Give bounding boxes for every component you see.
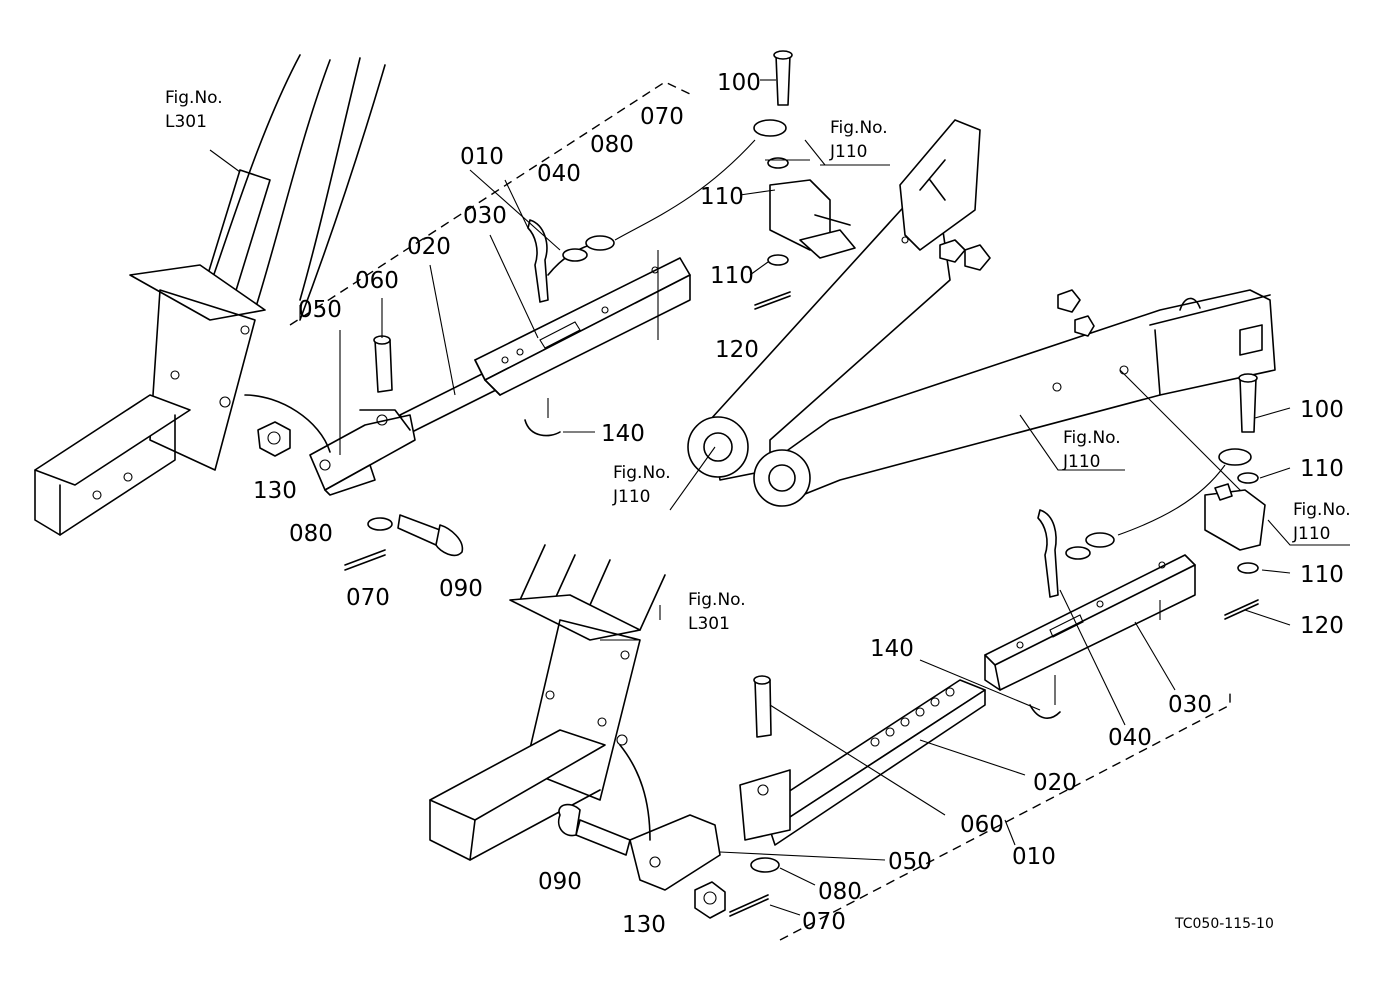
upper-part-090: 090: [439, 576, 483, 602]
tractor-frame-lower: [429, 544, 666, 861]
lower-part-070: 070: [802, 909, 846, 935]
lift-arms: [669, 119, 1276, 511]
upper-part-080-bottom: 080: [289, 521, 333, 547]
lower-part-numbers: 100 110 110 120 140 030 040 020 060 010 …: [538, 397, 1344, 938]
upper-part-040: 040: [537, 161, 581, 187]
lower-part-020: 020: [1033, 770, 1077, 796]
fig-ref-j110-arm-end: J110: [612, 487, 650, 507]
upper-part-110-b: 110: [710, 263, 754, 289]
lower-part-140: 140: [870, 636, 914, 662]
upper-part-050: 050: [298, 297, 342, 323]
fig-ref-j110-top: J110: [829, 142, 867, 162]
lower-part-050: 050: [888, 849, 932, 875]
lower-part-030: 030: [1168, 692, 1212, 718]
fig-label-j110-right: Fig.No.: [1293, 500, 1351, 520]
lower-part-040: 040: [1108, 725, 1152, 751]
figure-code: TC050-115-10: [1174, 916, 1274, 932]
upper-part-110-a: 110: [700, 184, 744, 210]
upper-part-130: 130: [253, 478, 297, 504]
tractor-frame-upper: [34, 54, 386, 536]
lower-part-080: 080: [818, 879, 862, 905]
fig-label-j110-arm-mid: Fig.No.: [1063, 428, 1121, 448]
upper-part-020: 020: [407, 234, 451, 260]
upper-part-010: 010: [460, 144, 504, 170]
upper-part-140: 140: [601, 421, 645, 447]
upper-part-070-top: 070: [640, 104, 684, 130]
fig-label-l301-bottom: Fig.No.: [688, 590, 746, 610]
lower-part-010: 010: [1012, 844, 1056, 870]
fig-ref-j110-arm-mid: J110: [1062, 452, 1100, 472]
fig-label-j110-top: Fig.No.: [830, 118, 888, 138]
upper-part-070-bottom: 070: [346, 585, 390, 611]
lower-part-120: 120: [1300, 613, 1344, 639]
upper-stabilizer: [244, 50, 890, 571]
upper-part-100: 100: [717, 70, 761, 96]
upper-part-120: 120: [715, 337, 759, 363]
lower-part-110-a: 110: [1300, 456, 1344, 482]
fig-label-l301-top: Fig.No.: [165, 88, 223, 108]
upper-part-numbers: 100 070 080 010 040 110 030 020 110 060 …: [253, 70, 761, 611]
lower-part-100: 100: [1300, 397, 1344, 423]
fig-ref-j110-right: J110: [1292, 524, 1330, 544]
lower-part-090: 090: [538, 869, 582, 895]
fig-ref-labels: Fig.No. L301 Fig.No. J110 Fig.No. J110 F…: [165, 88, 1351, 634]
lower-part-110-b: 110: [1300, 562, 1344, 588]
fig-label-j110-arm-end: Fig.No.: [613, 463, 671, 483]
fig-ref-l301-bottom: L301: [688, 614, 730, 634]
upper-part-080-top: 080: [590, 132, 634, 158]
lower-part-130: 130: [622, 912, 666, 938]
upper-part-030: 030: [463, 203, 507, 229]
upper-part-060: 060: [355, 268, 399, 294]
lower-part-060: 060: [960, 812, 1004, 838]
lower-stabilizer: [558, 373, 1350, 941]
fig-ref-l301-top: L301: [165, 112, 207, 132]
